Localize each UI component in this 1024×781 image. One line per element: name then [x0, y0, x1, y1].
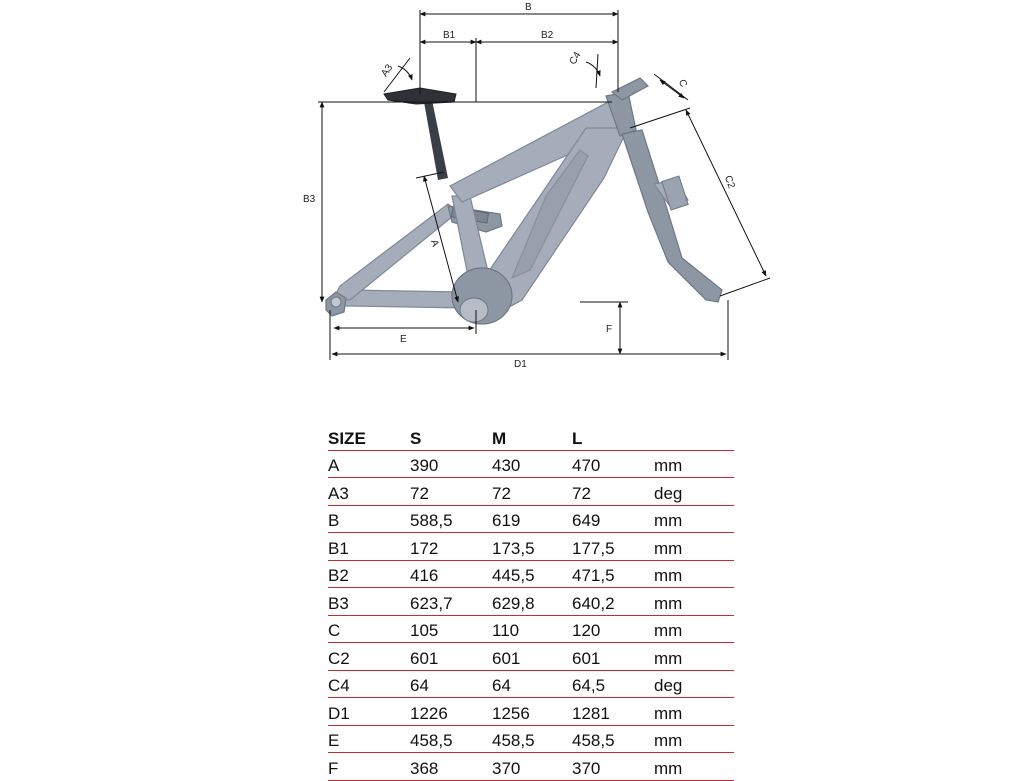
cell-measure: B2: [328, 560, 410, 588]
cell-m: 601: [492, 642, 572, 671]
cell-measure: A3: [328, 477, 410, 506]
cell-measure: C2: [328, 642, 410, 671]
cell-s: 105: [410, 615, 492, 643]
label-d1: D1: [514, 359, 527, 370]
cell-m: 1256: [492, 697, 572, 726]
table-row: C2 601 601 601 mm: [328, 642, 734, 671]
header-m: M: [492, 423, 572, 451]
cell-measure: B: [328, 505, 410, 533]
cell-measure: C: [328, 615, 410, 643]
table-row: C 105 110 120 mm: [328, 615, 734, 643]
table-header-row: SIZE S M L: [328, 423, 734, 451]
cell-unit: mm: [654, 752, 734, 781]
table-row: B 588,5 619 649 mm: [328, 505, 734, 533]
label-e: E: [400, 334, 407, 345]
cell-m: 64: [492, 670, 572, 698]
header-size: SIZE: [328, 423, 410, 451]
cell-s: 72: [410, 477, 492, 506]
table-row: D1 1226 1256 1281 mm: [328, 697, 734, 726]
cell-unit: deg: [654, 670, 734, 698]
table-row: E 458,5 458,5 458,5 mm: [328, 725, 734, 753]
cell-m: 110: [492, 615, 572, 643]
cell-l: 471,5: [572, 560, 654, 588]
cell-measure: C4: [328, 670, 410, 698]
header-l: L: [572, 423, 654, 451]
cell-unit: mm: [654, 450, 734, 478]
cell-unit: mm: [654, 615, 734, 643]
cell-m: 430: [492, 450, 572, 478]
cell-unit: mm: [654, 642, 734, 671]
table-row: B3 623,7 629,8 640,2 mm: [328, 587, 734, 616]
cell-m: 629,8: [492, 587, 572, 616]
cell-l: 458,5: [572, 725, 654, 753]
cell-l: 64,5: [572, 670, 654, 698]
cell-l: 470: [572, 450, 654, 478]
cell-s: 623,7: [410, 587, 492, 616]
label-a3: A3: [379, 62, 395, 79]
cell-m: 619: [492, 505, 572, 533]
bike-frame: [325, 77, 723, 325]
cell-l: 120: [572, 615, 654, 643]
geometry-table: SIZE S M L A 390 430 470 mm A3 72 72 72 …: [328, 423, 734, 781]
cell-unit: mm: [654, 587, 734, 616]
cell-l: 177,5: [572, 532, 654, 561]
cell-m: 458,5: [492, 725, 572, 753]
cell-m: 72: [492, 477, 572, 506]
cell-l: 370: [572, 752, 654, 781]
dimension-labels: B B1 B2 B3 A3 C4 C C2 A E F D1: [303, 2, 737, 370]
table-row: A3 72 72 72 deg: [328, 477, 734, 506]
cell-l: 649: [572, 505, 654, 533]
cell-unit: mm: [654, 697, 734, 726]
cell-measure: A: [328, 450, 410, 478]
cell-s: 588,5: [410, 505, 492, 533]
cell-l: 601: [572, 642, 654, 671]
label-b1: B1: [443, 30, 456, 41]
label-c4: C4: [568, 50, 584, 67]
cell-measure: B3: [328, 587, 410, 616]
cell-s: 64: [410, 670, 492, 698]
cell-s: 368: [410, 752, 492, 781]
cell-l: 72: [572, 477, 654, 506]
cell-s: 1226: [410, 697, 492, 726]
table-row: B2 416 445,5 471,5 mm: [328, 560, 734, 588]
label-f: F: [606, 324, 612, 335]
cell-s: 601: [410, 642, 492, 671]
label-b3: B3: [303, 194, 316, 205]
cell-unit: mm: [654, 725, 734, 753]
cell-l: 640,2: [572, 587, 654, 616]
cell-unit: mm: [654, 560, 734, 588]
cell-m: 370: [492, 752, 572, 781]
header-unit: [654, 423, 734, 451]
cell-s: 458,5: [410, 725, 492, 753]
label-c: C: [676, 78, 689, 89]
cell-unit: mm: [654, 505, 734, 533]
cell-measure: E: [328, 725, 410, 753]
cell-l: 1281: [572, 697, 654, 726]
table-row: A 390 430 470 mm: [328, 450, 734, 478]
cell-m: 445,5: [492, 560, 572, 588]
cell-measure: F: [328, 752, 410, 781]
cell-s: 416: [410, 560, 492, 588]
header-s: S: [410, 423, 492, 451]
cell-s: 172: [410, 532, 492, 561]
cell-unit: deg: [654, 477, 734, 506]
table-row: B1 172 173,5 177,5 mm: [328, 532, 734, 561]
label-b2: B2: [541, 30, 554, 41]
bike-geometry-diagram: B B1 B2 B3 A3 C4 C C2 A E F D1: [303, 2, 771, 370]
dimension-lines: [318, 10, 771, 360]
table-row: F 368 370 370 mm: [328, 752, 734, 781]
cell-s: 390: [410, 450, 492, 478]
table-row: C4 64 64 64,5 deg: [328, 670, 734, 698]
cell-unit: mm: [654, 532, 734, 561]
label-c2: C2: [722, 174, 737, 190]
label-b: B: [525, 2, 532, 13]
cell-measure: B1: [328, 532, 410, 561]
cell-measure: D1: [328, 697, 410, 726]
label-a: A: [428, 238, 441, 248]
cell-m: 173,5: [492, 532, 572, 561]
